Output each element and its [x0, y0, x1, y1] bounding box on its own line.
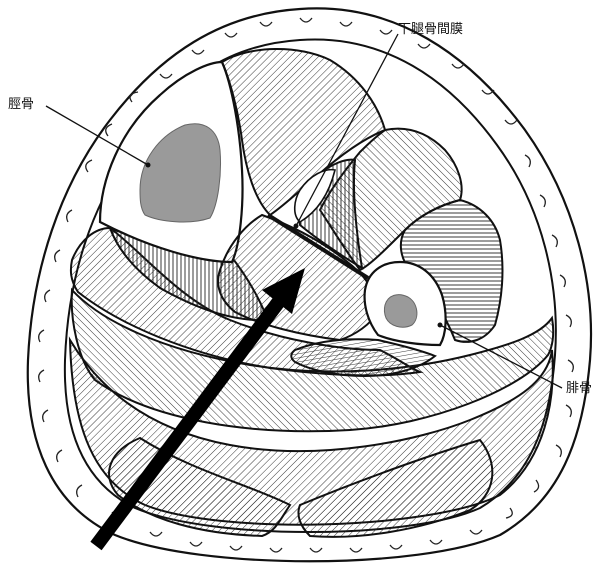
- membrane-leader-dot: [294, 224, 299, 229]
- fibula-leader-dot: [438, 323, 443, 328]
- interosseous-membrane-label: 下腿骨間膜: [398, 23, 463, 36]
- tibia-label: 脛骨: [8, 98, 34, 111]
- tibia-leader-dot: [146, 163, 151, 168]
- fibula-label: 腓骨: [566, 382, 592, 395]
